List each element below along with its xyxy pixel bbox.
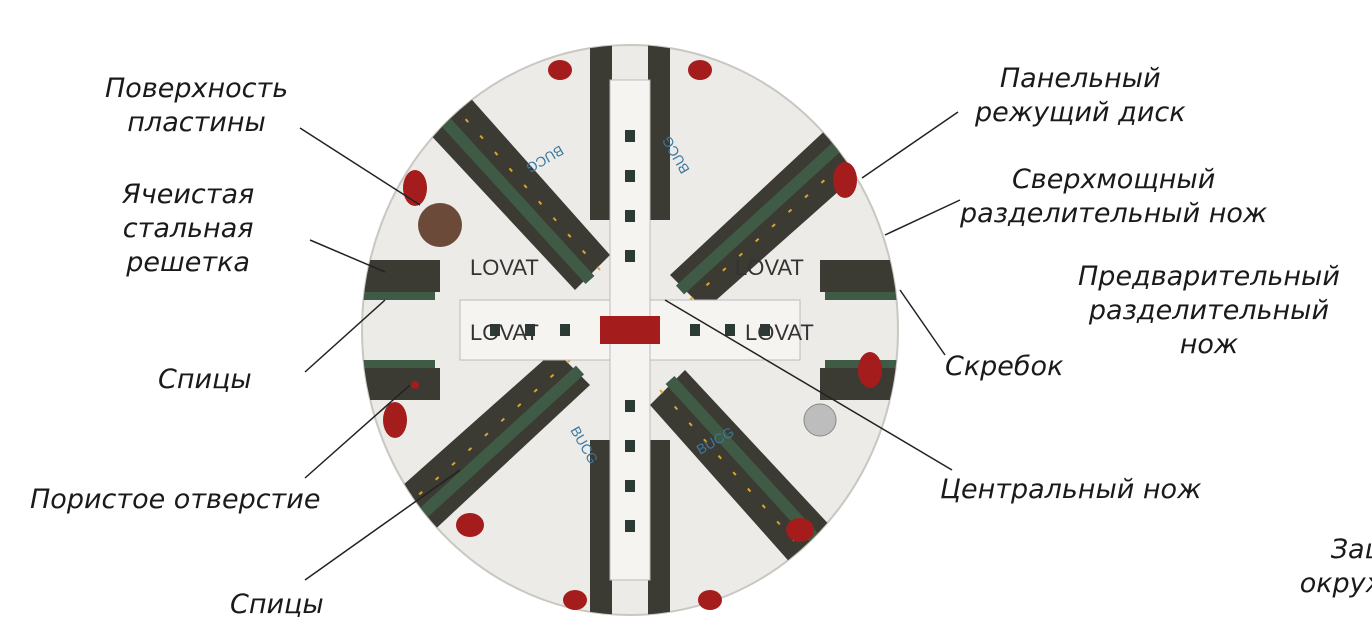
label-porous-hole: Пористое отверстие bbox=[30, 484, 321, 515]
logo-lovat: LOVAT bbox=[735, 255, 804, 280]
center-cutter bbox=[600, 316, 660, 344]
label-periphery: Защокруж bbox=[1299, 534, 1372, 599]
label-spokes-upper: Спицы bbox=[158, 364, 252, 395]
label-spokes-lower: Спицы bbox=[230, 589, 324, 620]
logo-lovat: LOVAT bbox=[470, 255, 539, 280]
label-scraper: Скребок bbox=[945, 351, 1064, 382]
logo-lovat: LOVAT bbox=[470, 320, 539, 345]
label-center-cutter: Центральный нож bbox=[940, 474, 1202, 505]
spoke-slots bbox=[362, 45, 898, 615]
rim-cutters bbox=[383, 60, 882, 610]
leader-lines bbox=[299, 111, 961, 581]
logo-lovat: LOVAT bbox=[745, 320, 814, 345]
